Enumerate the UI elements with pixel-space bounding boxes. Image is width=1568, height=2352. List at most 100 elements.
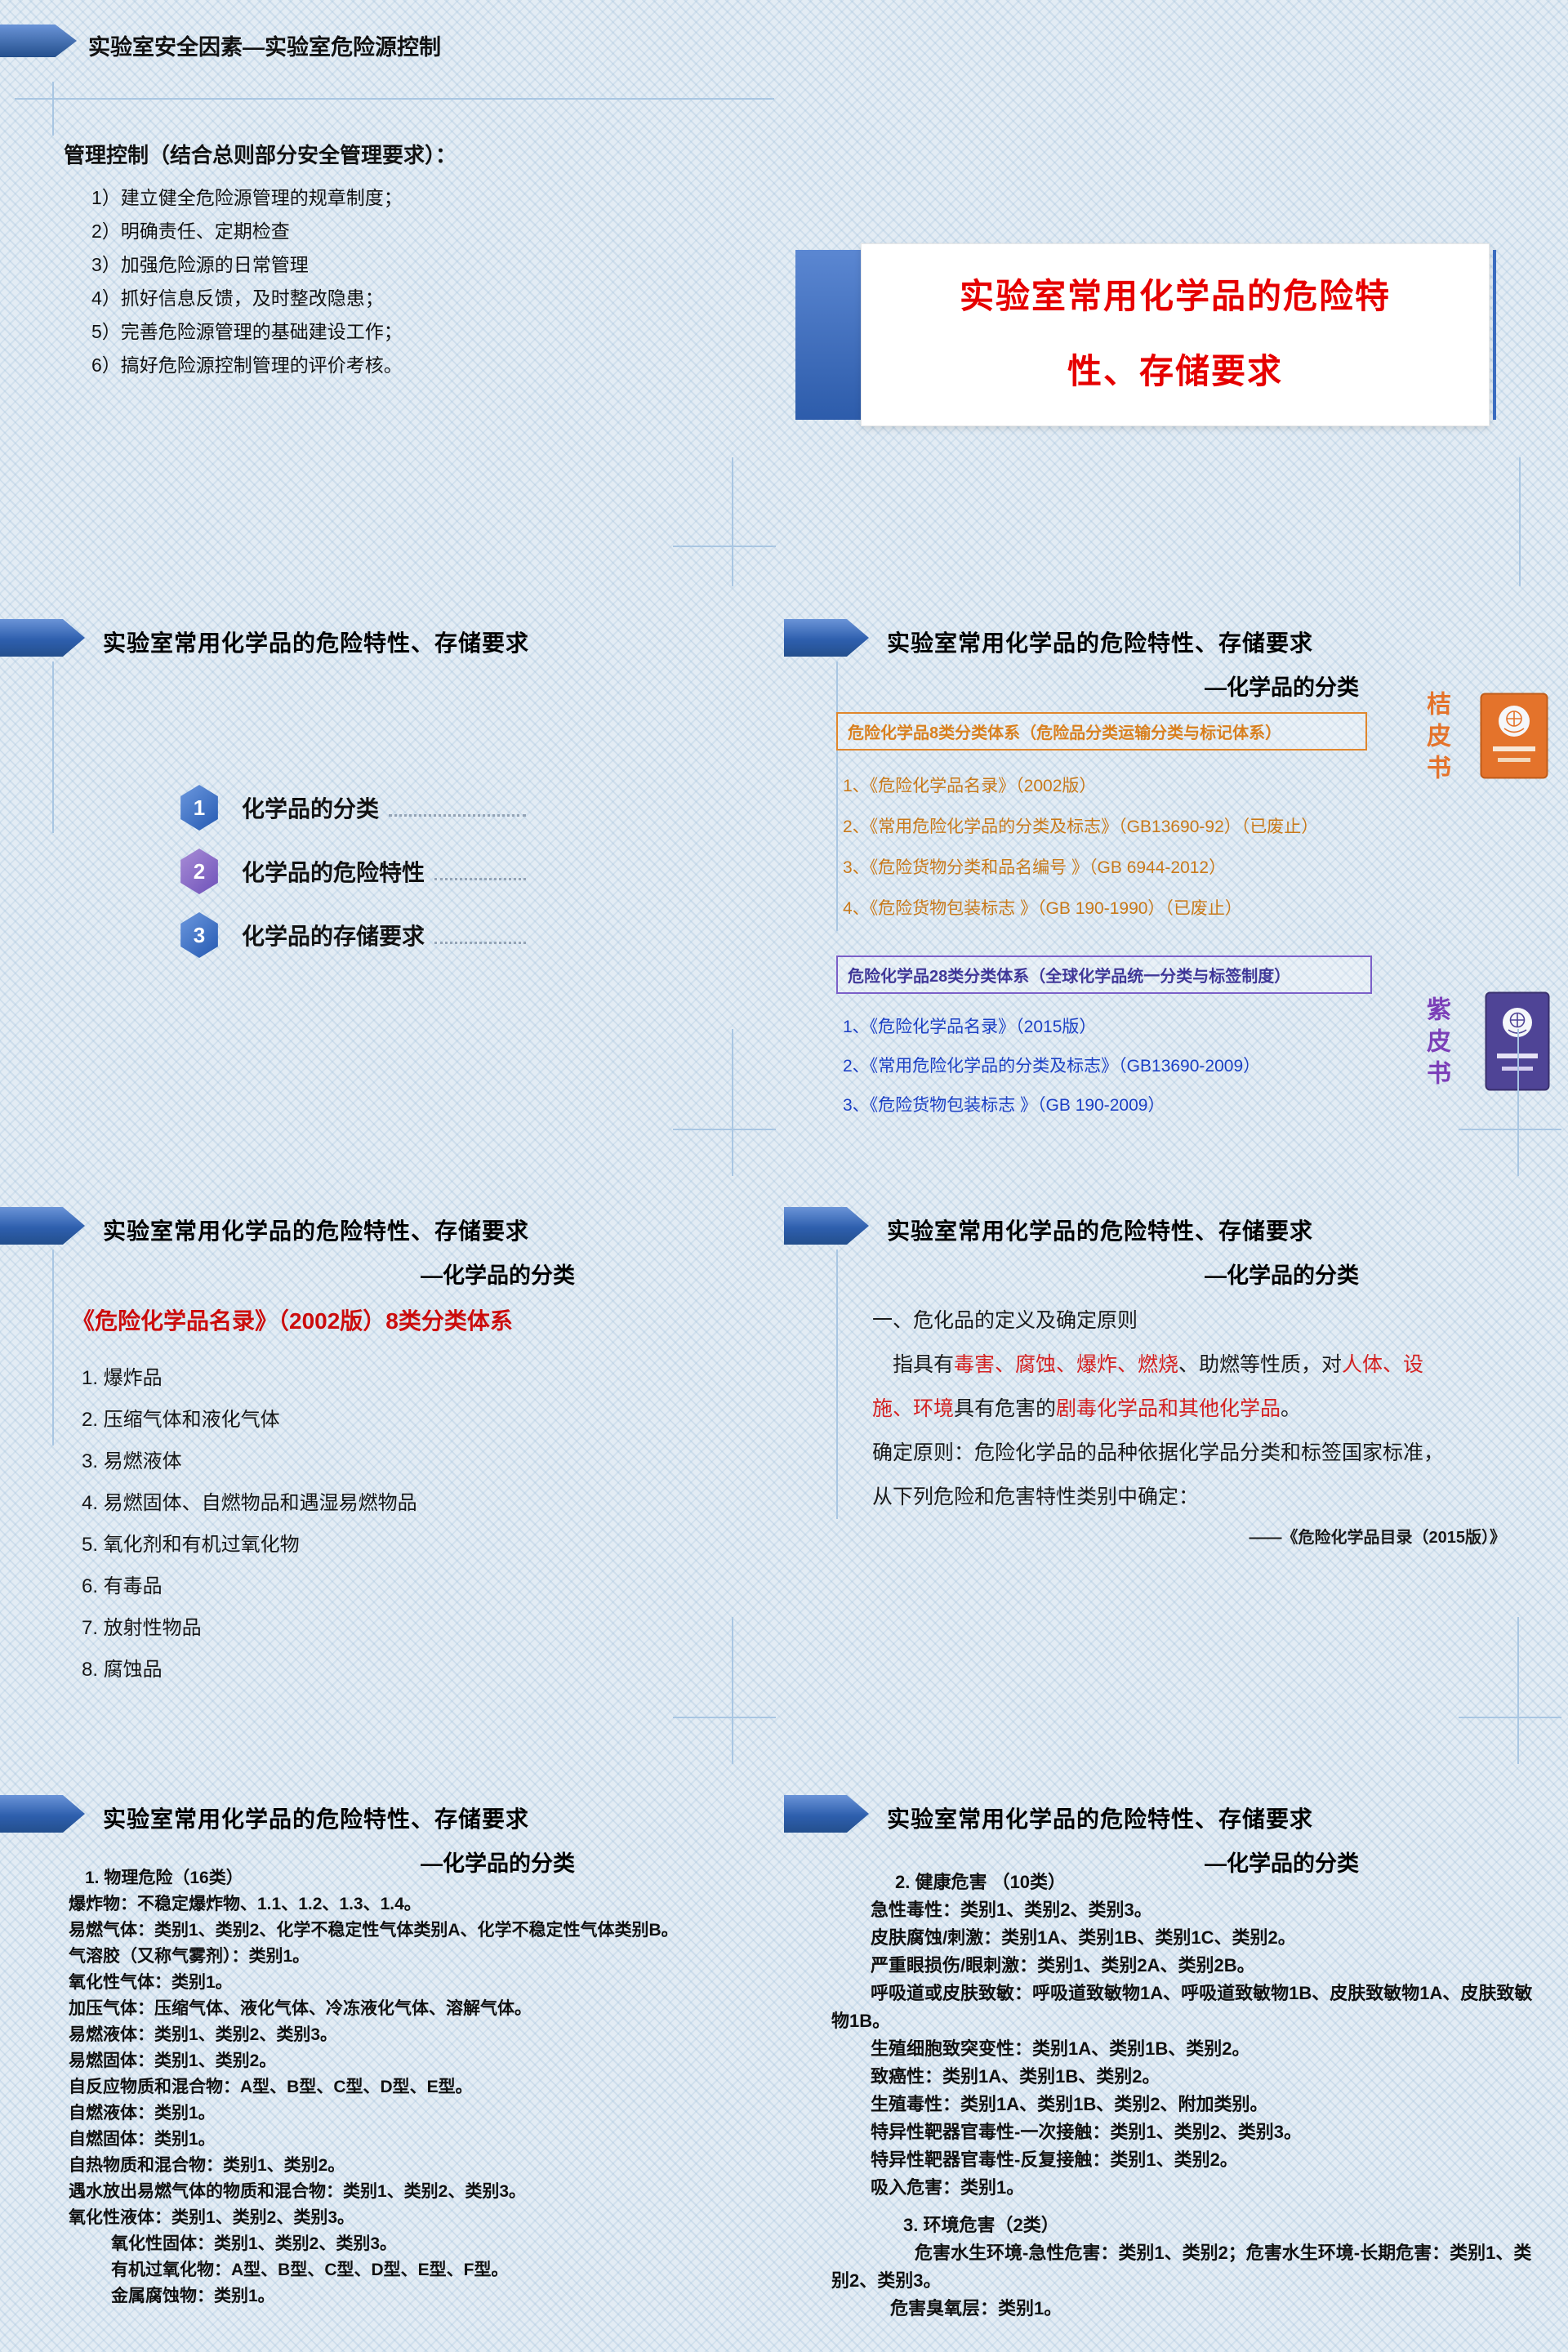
list-item: 易燃气体：类别1、类别2、化学不稳定性气体类别A、化学不稳定性气体类别B。 <box>69 1921 679 1940</box>
text-segment: 指具有 <box>893 1353 955 1376</box>
slide-title: 实验室常用化学品的危险特性、存储要求 <box>887 1806 1314 1832</box>
decor-line <box>732 1617 733 1764</box>
title-accent-line <box>1493 250 1496 420</box>
dotted-leader <box>434 863 526 880</box>
system-8class-box: 危险化学品8类分类体系（危险品分类运输分类与标记体系） <box>836 712 1367 751</box>
decor-line <box>732 457 733 586</box>
list-item: 特异性靶器官毒性-一次接触：类别1、类别2、类别3。 <box>871 2122 1303 2142</box>
highlight-segment: 人体、设施、环境 <box>872 1353 1424 1420</box>
list-item: 皮肤腐蚀/刺激：类别1A、类别1B、类别1C、类别2。 <box>871 1927 1296 1948</box>
dotted-leader <box>389 800 526 817</box>
slide-4-classification-systems: 实验室常用化学品的危险特性、存储要求 —化学品的分类 危险化学品8类分类体系（危… <box>784 588 1568 1176</box>
section-heading: 2. 健康危害 （10类） <box>895 1872 1067 1892</box>
list-item: 遇水放出易燃气体的物质和混合物：类别1、类别2、类别3。 <box>69 2182 527 2201</box>
list-item: 严重眼损伤/眼刺激：类别1、类别2A、类别2B。 <box>871 1955 1255 1976</box>
slide-subtitle: —化学品的分类 <box>1205 1263 1359 1288</box>
list-item: 气溶胶（又称气雾剂）：类别1。 <box>69 1947 310 1966</box>
list-item: 6）搞好危险源控制管理的评价考核。 <box>91 354 403 376</box>
slide-3-agenda: 实验室常用化学品的危险特性、存储要求 1 化学品的分类 2 化学品的危险特性 3… <box>0 588 784 1176</box>
slide-title: 实验室常用化学品的危险特性、存储要求 <box>103 630 530 656</box>
list-item: 5）完善危险源管理的基础建设工作； <box>91 321 403 342</box>
list-item: 氧化性液体：类别1、类别2、类别3。 <box>69 2208 355 2227</box>
list-item: 自反应物质和混合物：A型、B型、C型、D型、E型。 <box>69 2078 473 2096</box>
slide-2-title-card: 实验室常用化学品的危险特 性、存储要求 <box>784 0 1568 588</box>
slide-5-8class-list: 实验室常用化学品的危险特性、存储要求 —化学品的分类 《危险化学品名录》（200… <box>0 1176 784 1764</box>
decor-line <box>732 1029 733 1176</box>
agenda-item-classification: 1 化学品的分类 <box>178 776 529 840</box>
definition-body: 一、危化品的定义及确定原则 指具有毒害、腐蚀、爆炸、燃烧、助燃等性质，对人体、设… <box>872 1298 1512 1550</box>
agenda-label: 化学品的分类 <box>242 796 380 822</box>
list-item: 氧化性气体：类别1。 <box>69 1973 233 1992</box>
list-item: 爆炸物：不稳定爆炸物、1.1、1.2、1.3、1.4。 <box>69 1895 421 1913</box>
slide-subtitle: —化学品的分类 <box>421 1851 575 1876</box>
hex-badge-1-icon: 1 <box>180 785 218 831</box>
definition-heading: 一、危化品的定义及确定原则 <box>872 1309 1138 1332</box>
list-item: 生殖毒性：类别1A、类别1B、类别2、附加类别。 <box>871 2094 1268 2114</box>
text-segment: 具有危害的 <box>954 1397 1057 1420</box>
category-list: 1. 爆炸品 2. 压缩气体和液化气体 3. 易燃液体 4. 易燃固体、自燃物品… <box>82 1357 417 1690</box>
slide-subtitle: —化学品的分类 <box>421 1263 575 1288</box>
decor-line <box>52 1250 54 1446</box>
text-segment: 、助燃等性质，对 <box>1178 1353 1343 1376</box>
slide-1-hazard-source-control: 实验室安全因素—实验室危险源控制 管理控制（结合总则部分安全管理要求）： 1）建… <box>0 0 784 588</box>
list-item: 4、《危险货物包装标志 》（GB 190-1990）（已废止） <box>843 899 1242 918</box>
slide-title: 实验室安全因素—实验室危险源控制 <box>88 35 441 60</box>
header-arrow-icon <box>0 24 77 57</box>
list-item: 氧化性固体：类别1、类别2、类别3。 <box>111 2234 398 2253</box>
list-item: 8. 腐蚀品 <box>82 1659 163 1681</box>
list-item: 2、《常用危险化学品的分类及标志》（GB13690-2009） <box>843 1057 1261 1076</box>
list-item: 特异性靶器官毒性-反复接触：类别1、类别2。 <box>871 2149 1238 2170</box>
decor-line <box>1517 1029 1519 1176</box>
list-item: 自燃固体：类别1。 <box>69 2130 216 2149</box>
decor-line <box>1459 1717 1561 1718</box>
title-line: 实验室常用化学品的危险特 <box>959 278 1391 316</box>
slide-subtitle: —化学品的分类 <box>1205 675 1359 700</box>
list-item: 4）抓好信息反馈，及时整改隐患； <box>91 287 384 309</box>
list-item: 3. 易燃液体 <box>82 1450 182 1472</box>
decor-line <box>673 1129 776 1130</box>
decor-line <box>673 1717 776 1718</box>
decor-line <box>836 662 838 931</box>
list-item: 有机过氧化物：A型、B型、C型、D型、E型、F型。 <box>111 2261 509 2279</box>
header-arrow-icon <box>0 1207 85 1245</box>
slide-title: 实验室常用化学品的危险特性、存储要求 <box>887 1218 1314 1244</box>
list-item: 危害水生环境-急性危害：类别1、类别2；危害水生环境-长期危害：类别1、类别2、… <box>831 2243 1532 2291</box>
list-item: 4. 易燃固体、自燃物品和遇湿易燃物品 <box>82 1492 417 1514</box>
slide-subtitle: —化学品的分类 <box>1205 1851 1359 1876</box>
list-item: 易燃固体：类别1、类别2。 <box>69 2051 277 2070</box>
management-control-list: 1）建立健全危险源管理的规章制度； 2）明确责任、定期检查 3）加强危险源的日常… <box>91 181 403 382</box>
slide-8-health-env-hazards: 实验室常用化学品的危险特性、存储要求 —化学品的分类 2. 健康危害 （10类）… <box>784 1764 1568 2352</box>
physical-hazard-list: 1. 物理危险（16类） 爆炸物：不稳定爆炸物、1.1、1.2、1.3、1.4。… <box>42 1865 746 2310</box>
list-item: 2. 压缩气体和液化气体 <box>82 1409 280 1431</box>
list-item: 1、《危险化学品名录》（2002版） <box>843 777 1097 795</box>
slide-title: 实验室常用化学品的危险特性、存储要求 <box>887 630 1314 656</box>
title-line: 性、存储要求 <box>1067 354 1283 391</box>
list-item: 致癌性：类别1A、类别1B、类别2。 <box>871 2066 1160 2087</box>
list-item: 生殖细胞致突变性：类别1A、类别1B、类别2。 <box>871 2038 1250 2059</box>
header-arrow-icon <box>0 1795 85 1833</box>
catalog-2002-title: 《危险化学品名录》（2002版）8类分类体系 <box>72 1308 513 1334</box>
decor-line <box>52 662 54 833</box>
header-arrow-icon <box>784 1795 869 1833</box>
list-item: 2）明确责任、定期检查 <box>91 220 290 242</box>
section-heading: 3. 环境危害（2类） <box>903 2215 1059 2235</box>
decor-line <box>1519 457 1521 586</box>
system-28class-box: 危险化学品28类分类体系（全球化学品统一分类与标签制度） <box>836 956 1372 994</box>
hex-badge-2-icon: 2 <box>180 849 218 894</box>
highlight-segment: 剧毒化学品和其他化学品 <box>1056 1397 1281 1420</box>
list-item: 急性毒性：类别1、类别2、类别3。 <box>871 1900 1152 1920</box>
list-item: 2、《常用危险化学品的分类及标志》（GB13690-92）（已废止） <box>843 817 1319 836</box>
orange-book-icon <box>1480 693 1548 779</box>
health-hazard-list: 2. 健康危害 （10类） 急性毒性：类别1、类别2、类别3。 皮肤腐蚀/刺激：… <box>831 1869 1535 2323</box>
un-emblem-icon <box>1503 710 1525 733</box>
header-arrow-icon <box>0 619 85 657</box>
list-item: 7. 放射性物品 <box>82 1617 202 1639</box>
slide-title: 实验室常用化学品的危险特性、存储要求 <box>103 1806 530 1832</box>
list-item: 易燃液体：类别1、类别2、类别3。 <box>69 2025 338 2044</box>
management-control-heading: 管理控制（结合总则部分安全管理要求）： <box>64 143 457 167</box>
system-8class-list: 1、《危险化学品名录》（2002版） 2、《常用危险化学品的分类及标志》（GB1… <box>843 766 1318 929</box>
source-citation: ——《危险化学品目录（2015版）》 <box>1249 1529 1507 1547</box>
title-accent-bar <box>795 250 861 420</box>
list-item: 呼吸道或皮肤致敏：呼吸道致敏物1A、呼吸道致敏物1B、皮肤致敏物1A、皮肤致敏物… <box>831 1983 1533 2031</box>
